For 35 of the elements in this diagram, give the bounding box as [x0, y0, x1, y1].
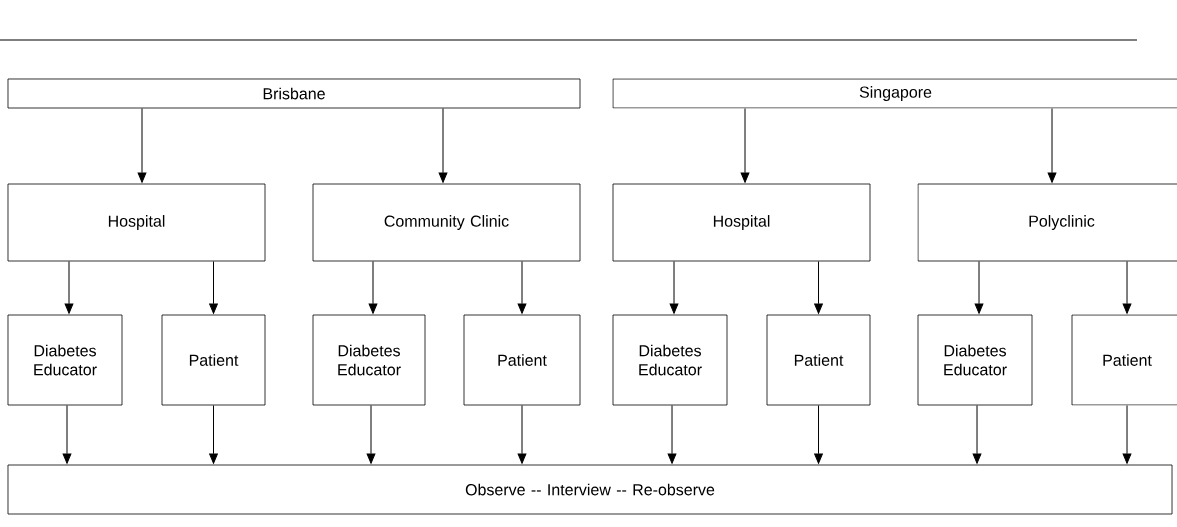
- arrow: [1122, 404, 1132, 464]
- arrow: [209, 260, 218, 314]
- role-box: Diabetes Educator: [312, 314, 426, 406]
- arrow: [669, 260, 679, 314]
- arrow: [64, 260, 74, 314]
- arrow: [209, 404, 218, 464]
- site-box: Community Clinic: [312, 183, 581, 262]
- arrow: [438, 107, 448, 183]
- role-box: Diabetes Educator: [917, 314, 1033, 406]
- arrow: [366, 404, 376, 464]
- site-box: Hospital: [612, 183, 871, 262]
- role-box: Patient: [766, 314, 871, 406]
- arrow: [517, 404, 527, 464]
- arrow: [972, 404, 982, 464]
- arrow: [814, 404, 823, 464]
- site-box: Hospital: [7, 183, 266, 262]
- arrow: [1122, 260, 1132, 314]
- arrow: [667, 404, 677, 464]
- role-box: Diabetes Educator: [7, 314, 123, 406]
- arrow: [517, 260, 527, 314]
- arrow: [137, 107, 147, 183]
- site-box: Polyclinic: [917, 183, 1177, 262]
- arrow: [368, 260, 378, 314]
- role-box: Patient: [161, 314, 266, 406]
- city-box: Singapore: [612, 78, 1177, 109]
- arrow: [814, 260, 823, 314]
- role-box: Patient: [463, 314, 581, 406]
- arrow: [1047, 107, 1057, 183]
- role-box: Diabetes Educator: [612, 314, 728, 406]
- city-box: Brisbane: [7, 78, 581, 109]
- arrow: [974, 260, 984, 314]
- arrow: [740, 107, 750, 183]
- role-box: Patient: [1071, 314, 1177, 406]
- arrow: [62, 404, 72, 464]
- method-box: Observe -- Interview -- Re-observe: [7, 464, 1173, 515]
